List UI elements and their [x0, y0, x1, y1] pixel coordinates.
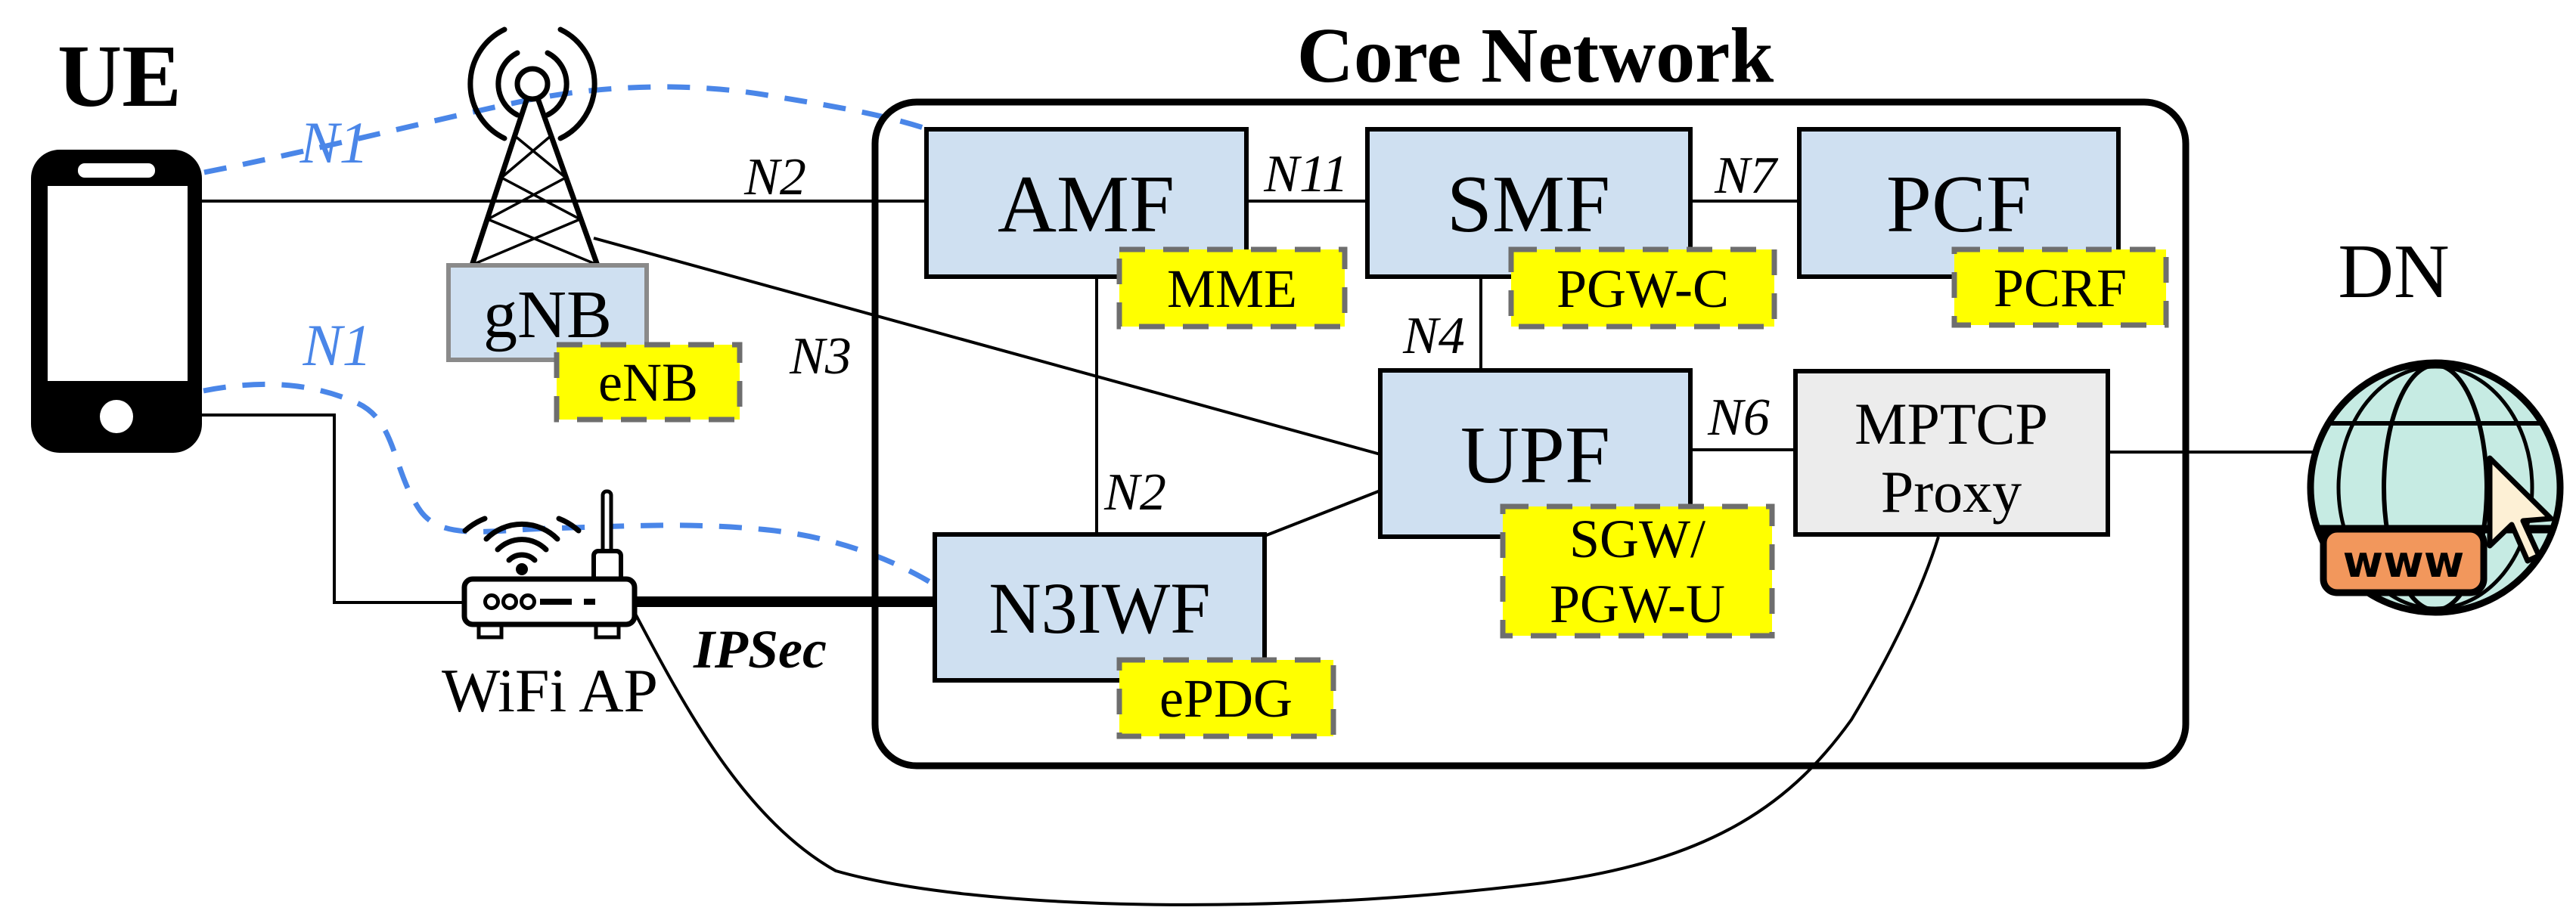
- mptcp-proxy-label-line2: Proxy: [1881, 459, 2022, 525]
- router-led: [501, 593, 518, 610]
- mptcp-proxy-box: [1793, 369, 2110, 537]
- www-label: www: [2343, 536, 2465, 587]
- pcrf-tag: [1951, 246, 2169, 328]
- radio-wave-icon: [467, 26, 507, 141]
- dn-label: DN: [2338, 229, 2449, 314]
- core-network-title: Core Network: [1297, 12, 1774, 99]
- n1-top-label: N1: [299, 110, 368, 175]
- pgwc-tag: [1508, 246, 1777, 330]
- antenna-head: [514, 66, 551, 102]
- link-n3iwf-upf: [1264, 489, 1381, 537]
- dn-globe-icon: www: [2307, 359, 2564, 616]
- radio-wave-icon: [545, 50, 570, 118]
- router-led: [520, 593, 536, 610]
- gnb-tower-icon: [467, 26, 601, 268]
- wifi-ap-label: WiFi AP: [442, 656, 658, 725]
- legacy-tags: eNB MME PGW-C PCRF SGW/ PGW-U ePDG: [554, 246, 2169, 739]
- tower-bracing: [472, 135, 597, 266]
- smf-label: SMF: [1447, 160, 1610, 249]
- phone-home-button: [100, 400, 133, 433]
- n3iwf-box: [933, 532, 1267, 683]
- sgw-label-line1: SGW/: [1569, 509, 1705, 569]
- ue-label: UE: [57, 26, 182, 125]
- tower-leg: [469, 95, 530, 268]
- pcf-label: PCF: [1886, 160, 2031, 249]
- mme-tag: [1116, 246, 1348, 330]
- router-led: [483, 593, 500, 610]
- link-wifiap-mptcp-curve: [633, 536, 1940, 906]
- link-ue-amf-n1-dashed: [203, 84, 927, 175]
- n7-label: N7: [1714, 147, 1779, 205]
- mptcp-proxy-label-line1: MPTCP: [1854, 391, 2048, 457]
- pcrf-label: PCRF: [1994, 258, 2127, 318]
- gnb-label: gNB: [483, 277, 612, 352]
- epdg-label: ePDG: [1159, 668, 1293, 729]
- amf-label: AMF: [998, 160, 1175, 249]
- wifi-ap-icon: [461, 489, 638, 640]
- pgwc-label: PGW-C: [1556, 259, 1729, 319]
- router-antenna: [601, 489, 613, 556]
- ue-phone-icon: [31, 150, 202, 453]
- www-badge: [2320, 525, 2488, 596]
- n1-bottom-label: N1: [302, 312, 371, 378]
- tower-leg: [535, 95, 601, 268]
- upf-label: UPF: [1460, 410, 1610, 500]
- link-gnb-upf-n3: [593, 237, 1381, 456]
- n6-label: N6: [1707, 389, 1770, 447]
- interface-labels: N1 N1 N2 N3 N2 N4 N11 N7 N6 IPSec: [299, 110, 1778, 680]
- n2-core-label: N2: [1103, 463, 1166, 522]
- n3iwf-label: N3IWF: [989, 568, 1210, 649]
- pgwu-label-line2: PGW-U: [1550, 574, 1725, 634]
- n4-label: N4: [1402, 307, 1465, 365]
- core-network-boundary: [871, 98, 2190, 770]
- radio-wave-icon: [495, 50, 520, 118]
- enb-tag: [554, 342, 743, 423]
- phone-screen: [48, 186, 188, 381]
- radio-wave-icon: [557, 26, 597, 141]
- link-ue-wifiap: [202, 413, 464, 604]
- enb-label: eNB: [598, 352, 698, 413]
- phone-speaker: [78, 163, 155, 178]
- wifi-signal-icon: [462, 516, 582, 575]
- n11-label: N11: [1263, 145, 1349, 203]
- globe-meridian: [2336, 364, 2534, 611]
- sgw-pgwu-tag: [1500, 503, 1775, 639]
- epdg-tag: [1116, 657, 1336, 739]
- cursor-icon: [2487, 455, 2554, 564]
- n2-radio-label: N2: [743, 148, 806, 206]
- ipsec-label: IPSec: [693, 619, 827, 680]
- mme-label: MME: [1167, 259, 1297, 319]
- n3-label: N3: [789, 327, 852, 386]
